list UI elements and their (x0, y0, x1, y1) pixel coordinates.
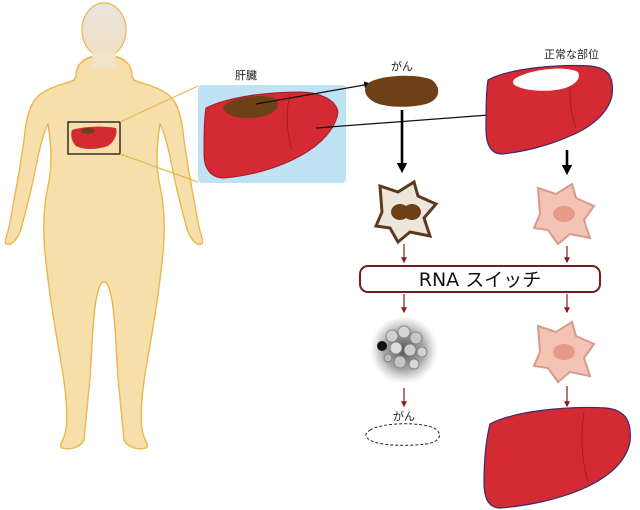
fragment (397, 325, 411, 339)
rna-switch-label: RNA スイッチ (419, 269, 541, 291)
rna-switch-box (359, 265, 601, 293)
normal-cell-top (532, 182, 596, 246)
body-liver-frame (67, 121, 121, 155)
healthy-liver-bottom-lobe (581, 411, 589, 483)
normal-cell-bottom-nucleus (553, 344, 575, 360)
arrow-to-normal (315, 110, 504, 129)
fragment (385, 329, 399, 343)
normal-cell-top-nucleus (553, 206, 575, 222)
normal-region-label: 正常な部位 (544, 47, 599, 61)
body-liver-tumor (81, 128, 95, 134)
dying-cancer-cluster (370, 316, 438, 384)
normal-liver-top-highlight (513, 68, 579, 91)
cancer-top-label: がん (391, 59, 413, 73)
cancer-cell (373, 179, 439, 245)
normal-cell-bottom (532, 320, 596, 384)
cluster-dark-spot (377, 341, 387, 351)
head (81, 2, 127, 58)
fragment (409, 331, 423, 345)
body-silhouette (4, 55, 204, 450)
callout-line-top (119, 85, 199, 123)
fragment (393, 355, 407, 369)
arrow-to-cancer (255, 81, 372, 105)
cancer-removed-outline (365, 423, 441, 446)
enlarged-liver (203, 91, 339, 179)
fragment (416, 346, 428, 358)
fragment (389, 341, 403, 355)
fragment (383, 353, 393, 363)
liver-tumor (223, 96, 279, 119)
healthy-liver-bottom (483, 406, 631, 509)
healthy-liver-bottom-shape (483, 406, 631, 509)
normal-liver-top-shape (485, 64, 614, 155)
fragment (403, 343, 417, 357)
cancer-bottom-label: がん (393, 409, 415, 423)
human-body (4, 2, 204, 450)
tumor-tissue (365, 75, 439, 107)
cancer-cell-nucleus-b (403, 204, 421, 220)
callout-line-bottom (119, 153, 199, 183)
fragment (408, 358, 420, 370)
liver-label: 肝臓 (235, 69, 257, 82)
neck (92, 52, 116, 68)
normal-liver-top (485, 64, 614, 155)
